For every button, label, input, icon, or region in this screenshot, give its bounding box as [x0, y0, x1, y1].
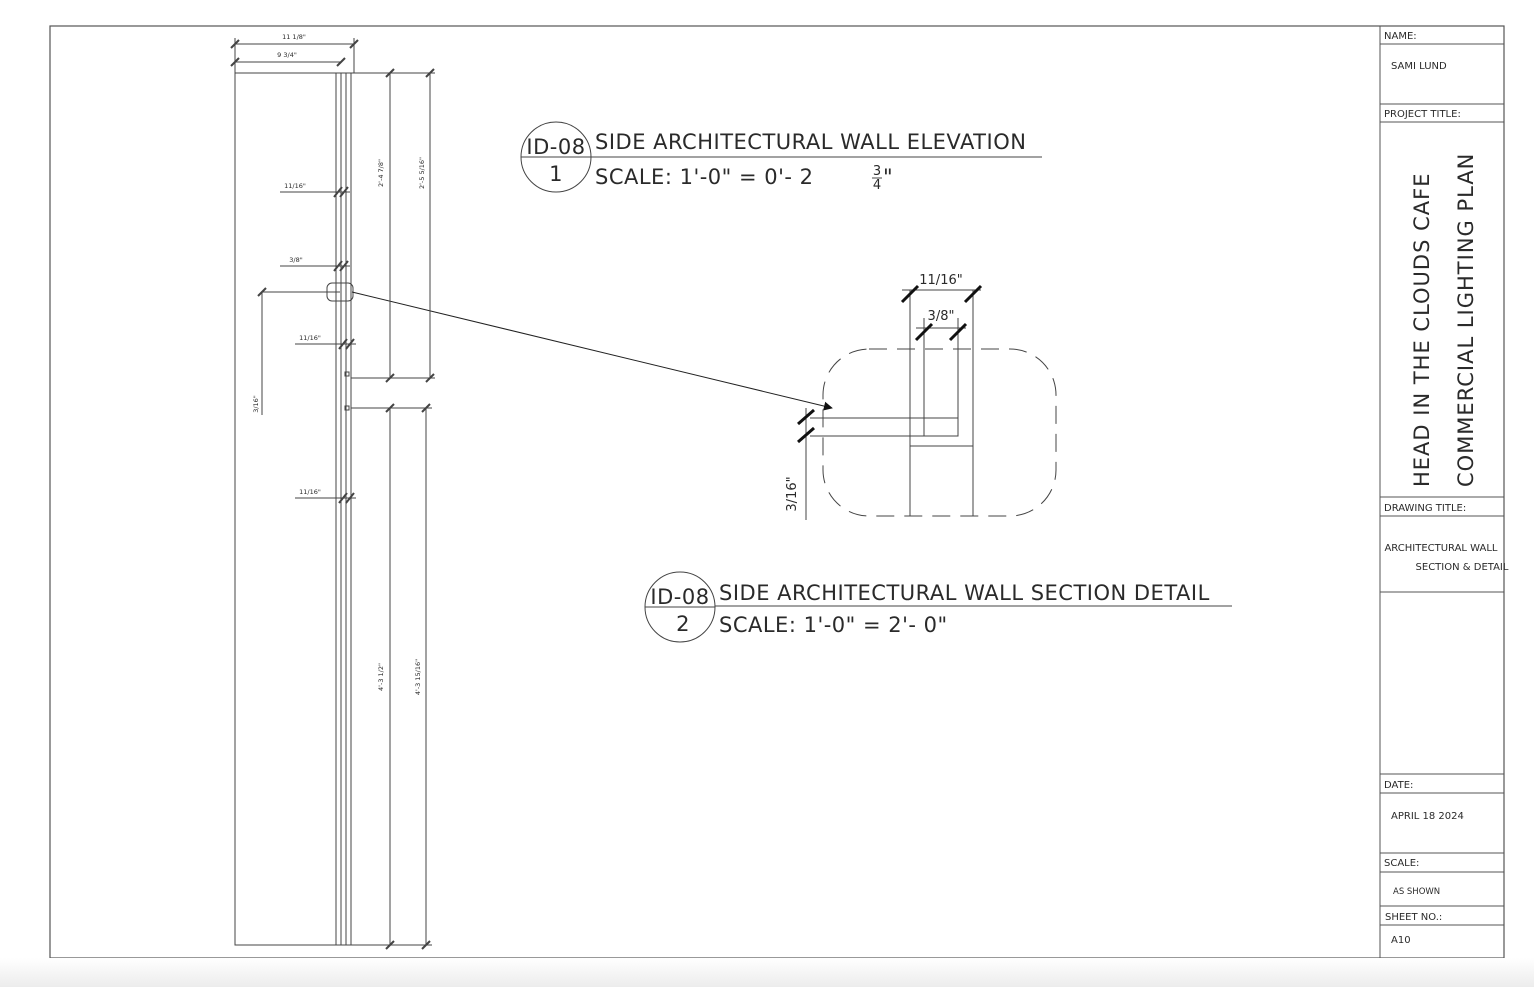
detail-title-callout: ID-08 2 SIDE ARCHITECTURAL WALL SECTION … [644, 571, 1232, 643]
title-block [1379, 26, 1504, 958]
date-value: APRIL 18 2024 [1391, 811, 1464, 822]
elevation-title: SIDE ARCHITECTURAL WALL ELEVATION [595, 130, 1026, 154]
elev-dim-upper-inner: 2'-4 7/8" [377, 159, 385, 187]
drawing-title-line2: SECTION & DETAIL [1416, 562, 1509, 573]
bottom-fade [0, 958, 1534, 987]
detail-callout-id: ID-08 [650, 585, 709, 609]
elev-dim-top-inner: 9 3/4" [277, 51, 297, 59]
drawing-title-line1: ARCHITECTURAL WALL [1384, 543, 1497, 554]
detail-title: SIDE ARCHITECTURAL WALL SECTION DETAIL [719, 581, 1210, 605]
elevation-scale-frac-tail: " [883, 165, 893, 189]
date-label: DATE: [1384, 780, 1413, 791]
elev-dim-gap-1: 11/16" [284, 182, 306, 190]
detail-scale: SCALE: 1'-0" = 2'- 0" [719, 613, 948, 637]
elev-dim-gap-2: 3/8" [289, 256, 302, 264]
drawing-title-label: DRAWING TITLE: [1384, 503, 1466, 514]
project-title-label: PROJECT TITLE: [1384, 109, 1461, 120]
detail-dim-top-inner: 3/8" [928, 309, 955, 324]
detail-dim-top-outer: 11/16" [919, 273, 962, 288]
elevation-scale: SCALE: 1'-0" = 0'- 2 [595, 165, 814, 189]
elev-dim-gap-3: 11/16" [299, 334, 321, 342]
scale-label: SCALE: [1384, 858, 1419, 869]
detail-callout-num: 2 [676, 612, 690, 636]
elev-dim-top-outer: 11 1/8" [282, 33, 306, 41]
elevation-callout-num: 1 [549, 162, 563, 186]
detail-dim-left-vert: 3/16" [785, 476, 800, 511]
project-title-line2: COMMERCIAL LIGHTING PLAN [1454, 153, 1478, 487]
elev-dim-lower-outer: 4'-3 15/16" [414, 659, 422, 695]
elev-dim-gap-4: 11/16" [299, 488, 321, 496]
name-value: SAMI LUND [1391, 61, 1447, 72]
elevation-scale-frac-den: 4 [873, 178, 881, 193]
elev-dim-upper-outer: 2'-5 5/16" [418, 157, 426, 189]
section-detail-drawing [797, 284, 1057, 520]
scale-value: AS SHOWN [1393, 887, 1440, 897]
elev-dim-lower-inner: 4'-3 1/2" [377, 663, 385, 691]
elev-dim-left-vert: 3/16" [252, 395, 260, 413]
project-title-line1: HEAD IN THE CLOUDS CAFE [1410, 173, 1434, 487]
elevation-scale-frac-num: 3 [873, 164, 881, 179]
sheet-no-label: SHEET NO.: [1385, 912, 1442, 923]
name-label: NAME: [1384, 31, 1417, 42]
sheet-no-value: A10 [1391, 935, 1411, 946]
elevation-callout-id: ID-08 [526, 135, 585, 159]
elevation-title-callout: ID-08 1 SIDE ARCHITECTURAL WALL ELEVATIO… [520, 121, 1042, 193]
wall-elevation-drawing [230, 38, 833, 950]
